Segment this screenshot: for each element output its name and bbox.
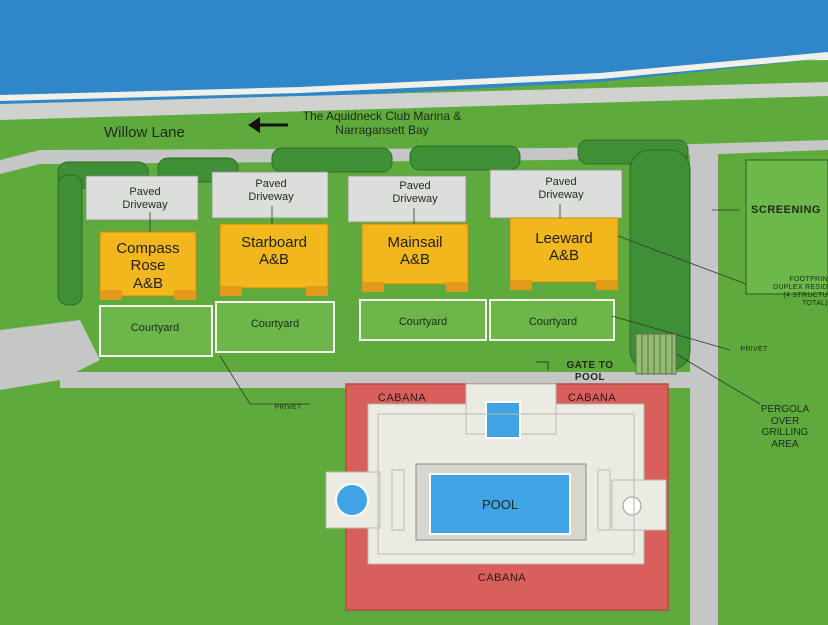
- screening-label: SCREENING: [751, 204, 821, 216]
- privet-label-east: PRIVET: [740, 346, 768, 353]
- bench: [391, 469, 405, 531]
- building-label-mainsail: Mainsail A&B: [387, 234, 443, 269]
- building-starboard: [219, 223, 329, 289]
- cabana-label-south: CABANA: [477, 572, 527, 584]
- porch: [306, 286, 328, 296]
- driveway-label: Paved Driveway: [392, 180, 438, 205]
- east-lot: [745, 159, 828, 295]
- courtyard-label: Courtyard: [528, 316, 578, 328]
- hedge: [409, 145, 521, 171]
- building-mainsail: [361, 223, 469, 285]
- building-label-compass-rose: Compass Rose A&B: [116, 240, 180, 292]
- cabana-label-west: CABANA: [377, 392, 427, 404]
- pool: [429, 473, 571, 535]
- courtyard: [359, 299, 487, 341]
- shoreline: [0, 52, 828, 101]
- leader-lines: [149, 204, 761, 405]
- driveway-label: Paved Driveway: [248, 178, 294, 203]
- spa: [335, 483, 369, 517]
- gate-marker: [536, 361, 549, 370]
- bench: [597, 469, 611, 531]
- building-label-leeward: Leeward A&B: [535, 230, 593, 265]
- driveways: [85, 169, 623, 223]
- porch: [510, 280, 532, 290]
- courtyard: [99, 305, 213, 357]
- driveway: [347, 175, 467, 223]
- marina-label: The Aquidneck Club Marina & Narragansett…: [302, 109, 462, 137]
- building-leeward: [509, 217, 619, 283]
- courtyard-label: Courtyard: [130, 322, 180, 334]
- willow-lane-label: Willow Lane: [104, 124, 185, 141]
- porch: [100, 290, 122, 300]
- pergola-frame: [635, 333, 677, 375]
- driveway-label: Paved Driveway: [538, 176, 584, 201]
- driveway: [85, 175, 199, 221]
- porch: [596, 280, 618, 290]
- deck-pavers: [377, 413, 635, 555]
- pool-complex: [325, 383, 669, 611]
- hedge-row: [57, 139, 691, 371]
- pergola-label: PERGOLA OVER GRILLING AREA: [760, 404, 810, 450]
- hedge: [271, 147, 393, 173]
- arrow-left-icon: [248, 117, 288, 133]
- courtyard: [215, 301, 335, 353]
- driveway: [489, 169, 623, 219]
- footprint-label: FOOTPRIN DUPLEX RESID (4 STRUCTU TOTAL): [773, 276, 828, 308]
- porch: [446, 282, 468, 292]
- gate-to-pool-label: GATE TO POOL: [566, 360, 614, 383]
- building-porches: [100, 280, 618, 300]
- building-compass-rose: [99, 231, 197, 297]
- porch: [220, 286, 242, 296]
- planter: [622, 496, 642, 516]
- hedge: [57, 174, 83, 306]
- privet-label-west: PRIVET: [274, 404, 302, 411]
- narragansett-bay-water: [0, 0, 828, 108]
- building-label-starboard: Starboard A&B: [241, 234, 307, 269]
- fountain: [485, 401, 521, 439]
- pool-label: POOL: [481, 497, 519, 512]
- deck-border: [377, 413, 635, 555]
- driveway-label: Paved Driveway: [122, 186, 168, 211]
- courtyard-label: Courtyard: [250, 318, 300, 330]
- pergola: [635, 333, 677, 375]
- cabana-label-east: CABANA: [567, 392, 617, 404]
- courtyards: [99, 299, 615, 357]
- courtyard-label: Courtyard: [398, 316, 448, 328]
- buildings: [99, 217, 619, 297]
- porch: [174, 290, 196, 300]
- east-road: [690, 150, 718, 625]
- courtyard: [489, 299, 615, 341]
- porch: [362, 282, 384, 292]
- driveway: [211, 171, 329, 219]
- waterfront-path: [0, 82, 828, 120]
